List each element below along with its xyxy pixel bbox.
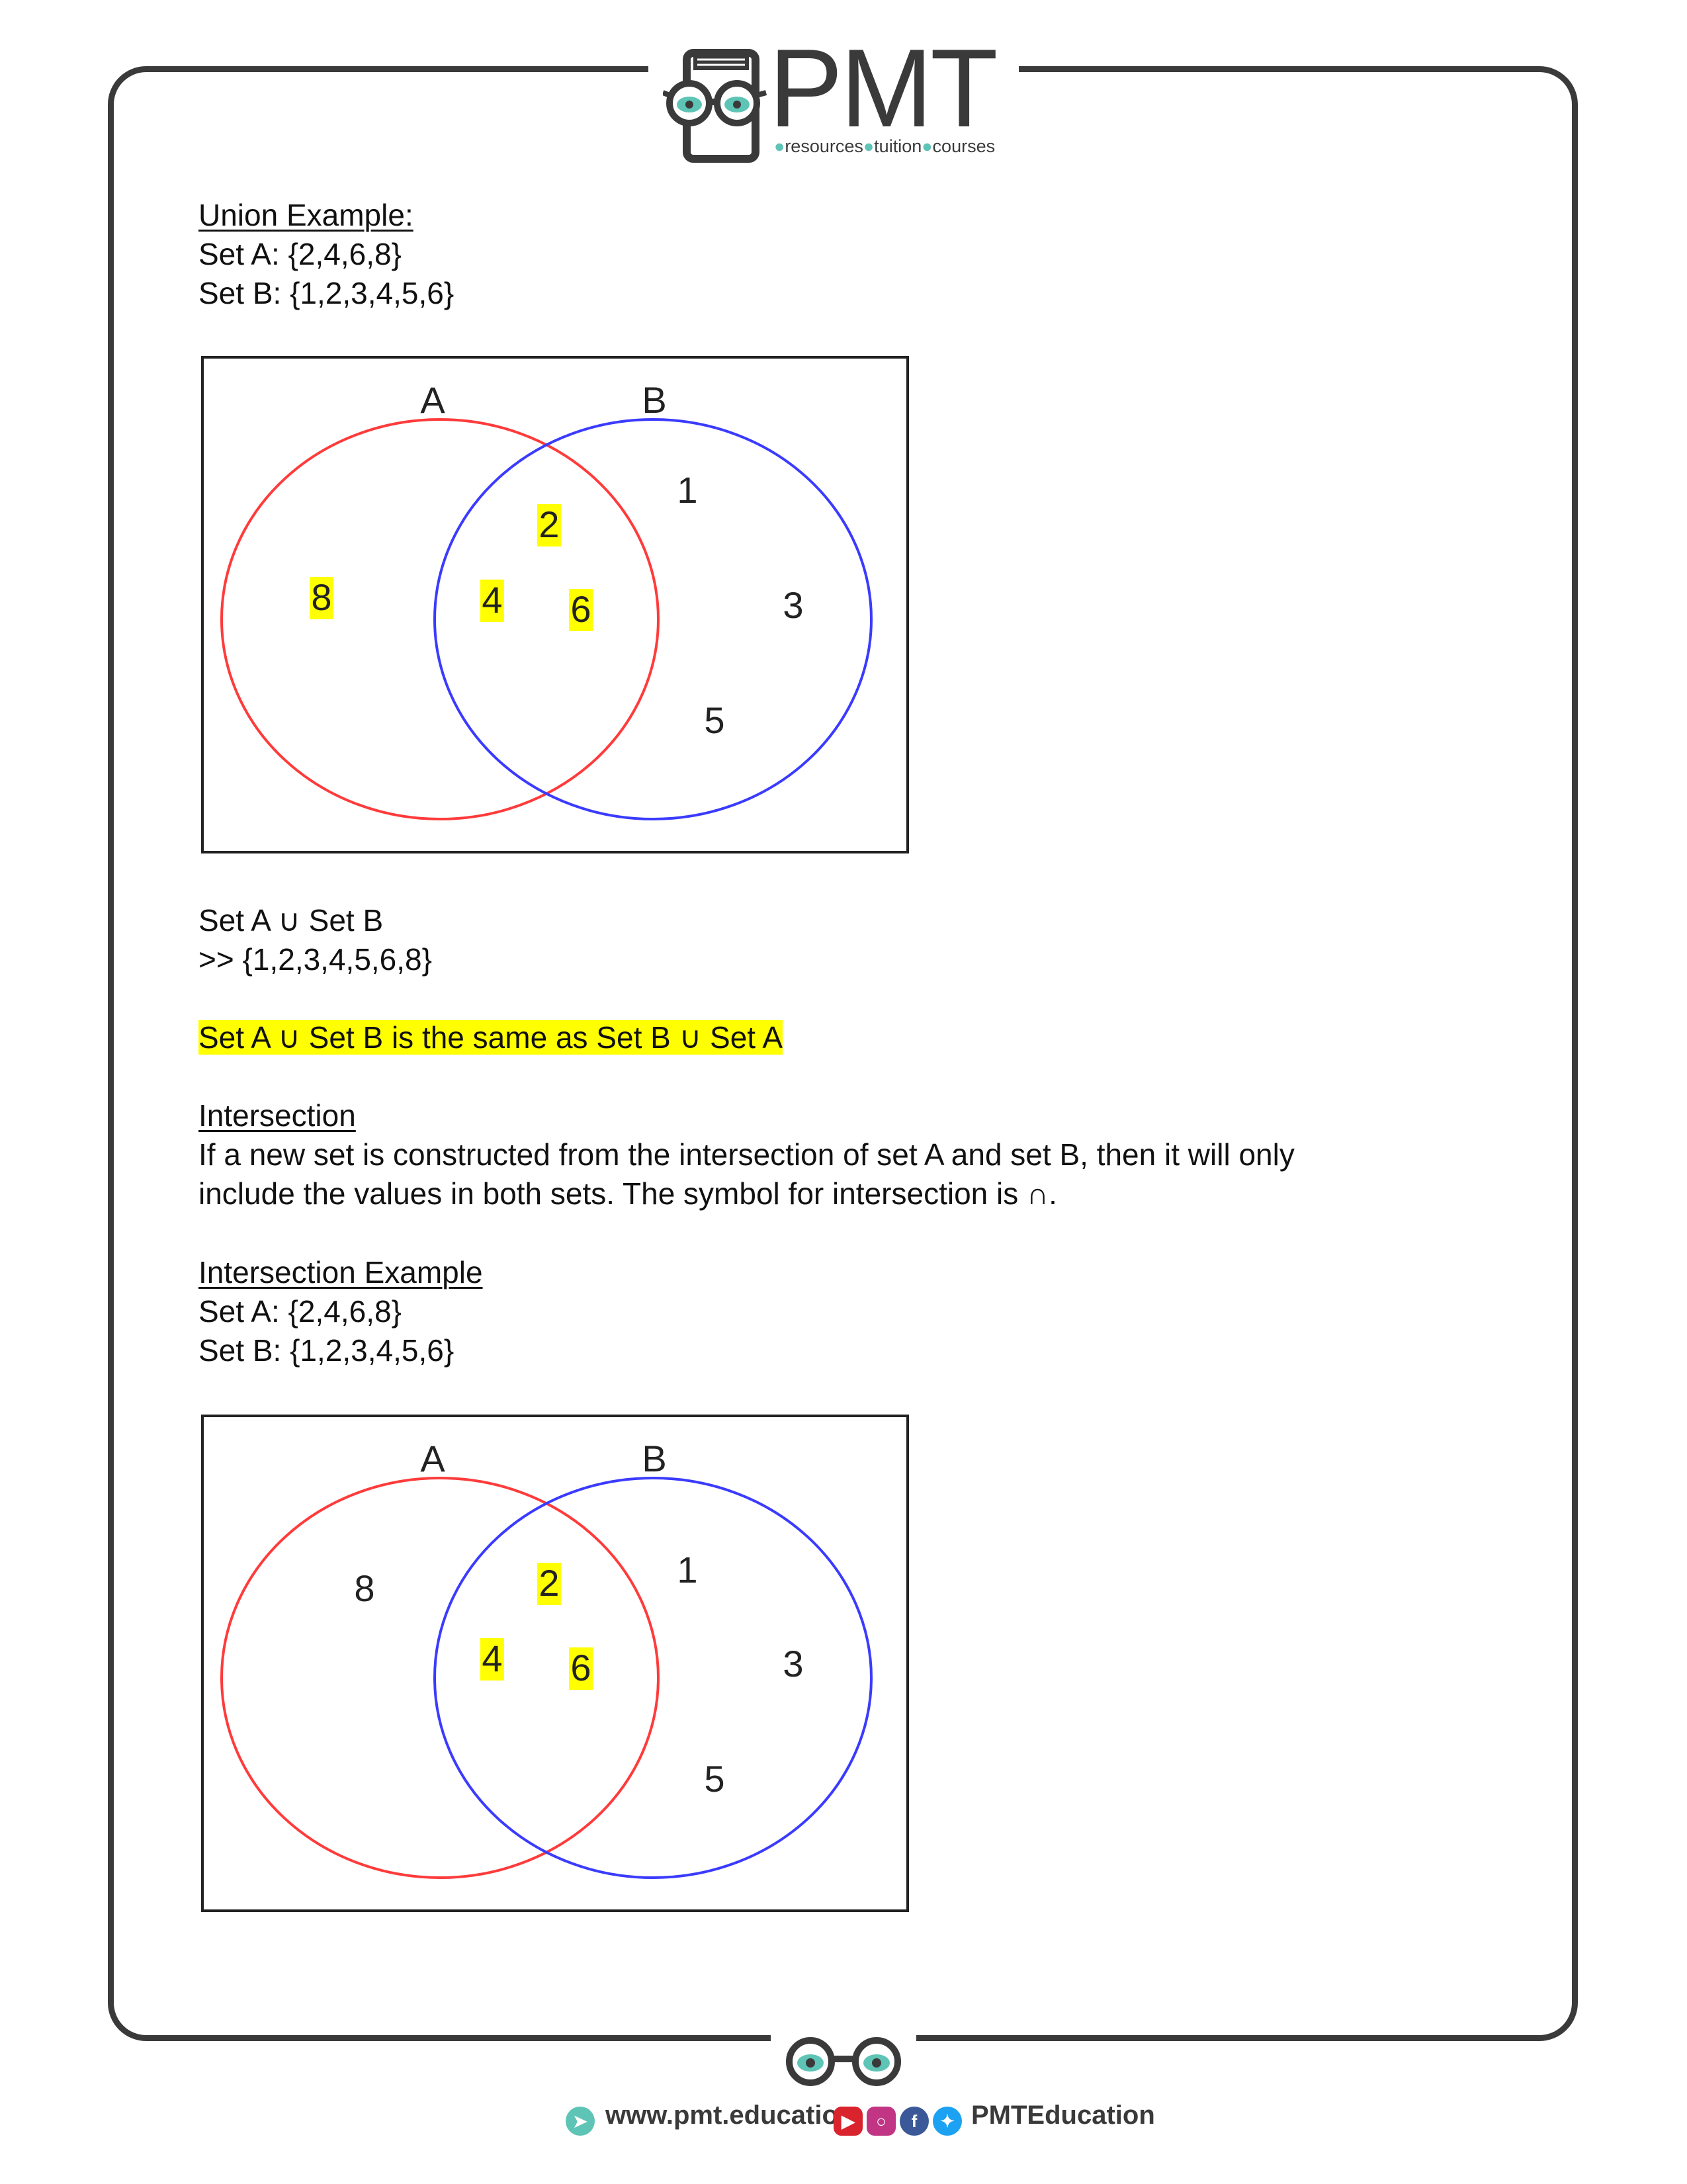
twitter-icon[interactable]: ✦ — [933, 2107, 962, 2136]
intersection-both-value-2-highlight — [537, 1563, 561, 1605]
union-both-value-6-highlight — [569, 589, 593, 631]
union-label-b: B — [642, 379, 666, 421]
footer-glasses-icon — [771, 2025, 916, 2091]
union-both-value-6: 6 — [570, 588, 591, 630]
union-commutative-note: Set A ∪ Set B is the same as Set B ∪ Set… — [198, 1020, 783, 1055]
intersection-both-value-4-highlight — [480, 1638, 504, 1681]
union-both-value-4-highlight — [480, 580, 504, 622]
book-glasses-icon — [663, 49, 767, 163]
union-b-only-value-5: 5 — [704, 699, 724, 741]
union-b-only-value-1: 1 — [677, 469, 697, 511]
pmt-logo: PMT ●resources●tuition●courses — [648, 32, 1019, 164]
intersection-both-value-2: 2 — [539, 1562, 559, 1604]
intersection-description-line2: include the values in both sets. The sym… — [198, 1176, 1057, 1211]
union-both-value-2-highlight — [537, 504, 561, 546]
intersection-b-only-value-5: 5 — [704, 1758, 724, 1800]
union-heading: Union Example: — [198, 198, 413, 232]
intersection-venn-svg: A B 8 24 6 1 3 5 — [220, 1438, 873, 1879]
intersection-heading: Intersection — [198, 1098, 356, 1133]
union-a-only-value-8: 8 — [311, 576, 331, 618]
logo-wordmark: PMT — [769, 26, 998, 150]
intersection-b-only-value-3: 3 — [783, 1643, 803, 1684]
union-both-value-2: 2 — [539, 503, 559, 545]
intersection-set-b: Set B: {1,2,3,4,5,6} — [198, 1333, 454, 1368]
intersection-description-line1: If a new set is constructed from the int… — [198, 1137, 1295, 1172]
intersection-both-value-4: 4 — [482, 1638, 502, 1679]
intersection-label-a: A — [420, 1438, 445, 1479]
logo-tagline: ●resources●tuition●courses — [774, 136, 996, 156]
union-result-expression: Set A ∪ Set B — [198, 903, 384, 938]
union-set-b: Set B: {1,2,3,4,5,6} — [198, 276, 454, 310]
union-a-only-value-8-highlight — [310, 577, 333, 619]
instagram-icon[interactable]: ○ — [867, 2107, 896, 2136]
union-result-value: >> {1,2,3,4,5,6,8} — [198, 942, 432, 977]
intersection-a-only-value-8: 8 — [354, 1567, 374, 1609]
footer-website-link[interactable]: www.pmt.education — [605, 2101, 855, 2130]
footer-social-handle[interactable]: PMTEducation — [971, 2101, 1155, 2130]
union-b-only-value-3: 3 — [783, 584, 803, 626]
union-set-b-circle — [433, 418, 873, 820]
intersection-b-only-value-1: 1 — [677, 1549, 697, 1591]
union-label-a: A — [420, 379, 445, 421]
youtube-icon[interactable]: ▶ — [834, 2107, 863, 2136]
union-venn-svg: A B 8 24 6 1 3 5 — [220, 379, 873, 820]
intersection-set-b-circle — [433, 1477, 873, 1879]
union-set-a-circle — [220, 418, 660, 820]
intersection-label-b: B — [642, 1438, 666, 1479]
intersection-set-a-circle — [220, 1477, 660, 1879]
intersection-example-heading: Intersection Example — [198, 1255, 483, 1289]
intersection-both-value-6-highlight — [569, 1647, 593, 1690]
intersection-set-a: Set A: {2,4,6,8} — [198, 1294, 402, 1329]
union-set-a: Set A: {2,4,6,8} — [198, 237, 402, 271]
intersection-both-value-6: 6 — [570, 1647, 591, 1688]
facebook-icon[interactable]: f — [900, 2107, 929, 2136]
union-both-value-4: 4 — [482, 579, 502, 621]
cursor-icon: ➤ — [566, 2107, 595, 2136]
